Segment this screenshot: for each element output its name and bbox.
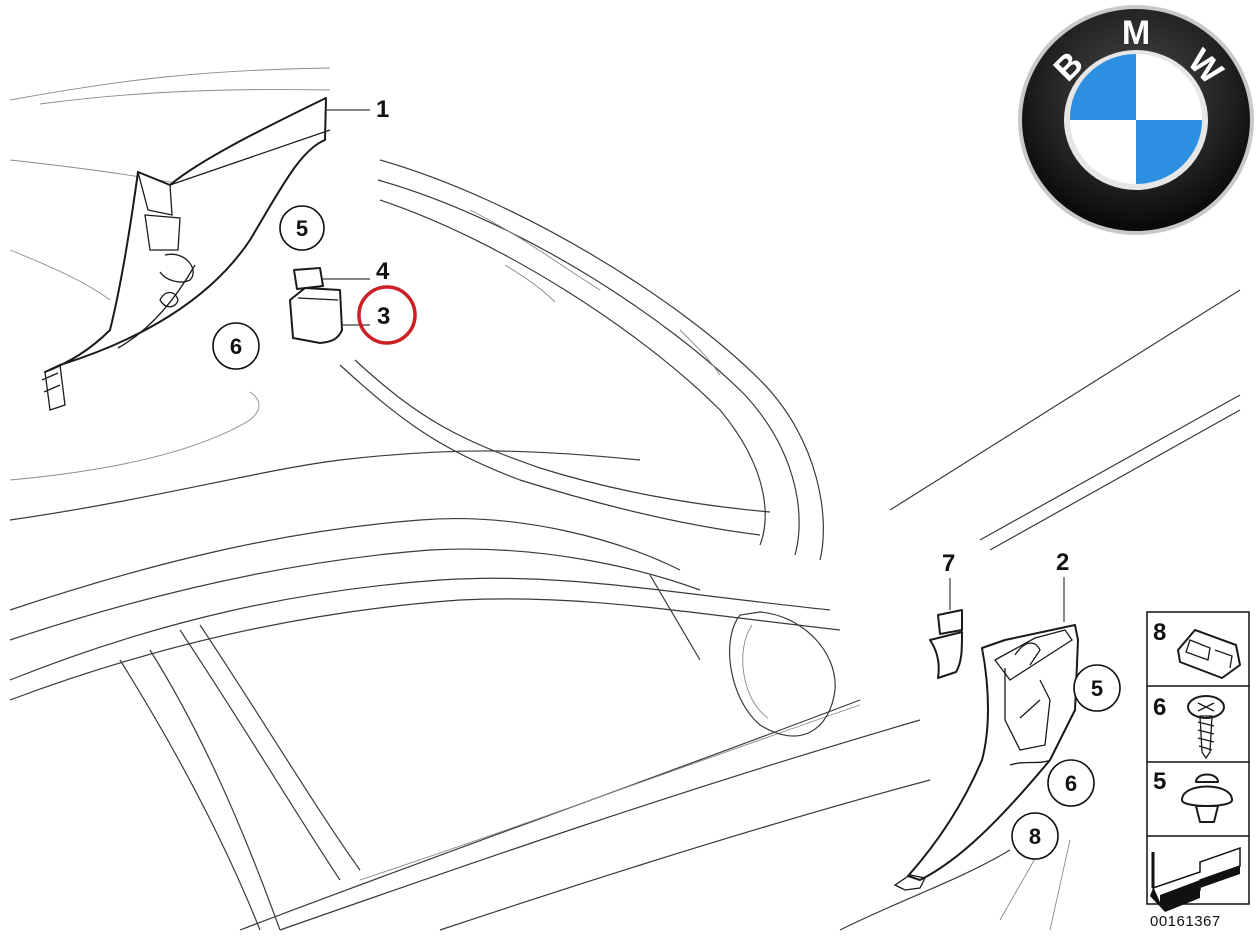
- part-label-3: 3: [377, 303, 390, 330]
- logo-letter-m: M: [1122, 14, 1150, 52]
- clip-icon: [1177, 629, 1241, 679]
- legend-row-8: 8: [1153, 619, 1241, 679]
- callout-6-rear: 6: [1047, 759, 1095, 807]
- rear-pillar-trim-part[interactable]: [893, 624, 1079, 891]
- callout-label: 5: [1091, 676, 1103, 701]
- part-label-4: 4: [376, 258, 390, 285]
- fastener-legend: 8 6 5: [1146, 611, 1250, 912]
- part-label-1: 1: [376, 96, 389, 123]
- leader-lines: [322, 109, 1065, 622]
- callout-8-rear: 8: [1011, 812, 1059, 860]
- legend-number: 6: [1153, 694, 1166, 721]
- callout-label: 6: [230, 334, 242, 359]
- callout-6-front: 6: [212, 322, 260, 370]
- part-label-2: 2: [1056, 549, 1069, 576]
- reference-number: 00161367: [1150, 913, 1221, 930]
- legend-row-6: 6: [1153, 694, 1225, 760]
- cover-panel-part[interactable]: [289, 287, 343, 344]
- screw-icon: [1187, 695, 1225, 760]
- bmw-logo: B M W: [1018, 5, 1254, 235]
- highlight-ring: [357, 285, 417, 345]
- front-pillar-trim-part[interactable]: [41, 97, 331, 411]
- callout-label: 5: [296, 216, 308, 241]
- direction-arrow-icon: [1150, 846, 1241, 912]
- car-body-outline: [9, 67, 1241, 931]
- legend-row-5: 5: [1153, 768, 1233, 823]
- part-label-7: 7: [942, 550, 955, 577]
- callout-5-front: 5: [279, 205, 325, 251]
- expanding-rivet-icon: [1181, 773, 1233, 823]
- callout-label: 8: [1029, 824, 1041, 849]
- cap-part[interactable]: [293, 267, 324, 290]
- retainer-part[interactable]: [929, 609, 963, 679]
- callout-label: 6: [1065, 771, 1077, 796]
- callout-5-rear: 5: [1073, 664, 1121, 712]
- legend-number: 5: [1153, 768, 1166, 795]
- legend-number: 8: [1153, 619, 1166, 646]
